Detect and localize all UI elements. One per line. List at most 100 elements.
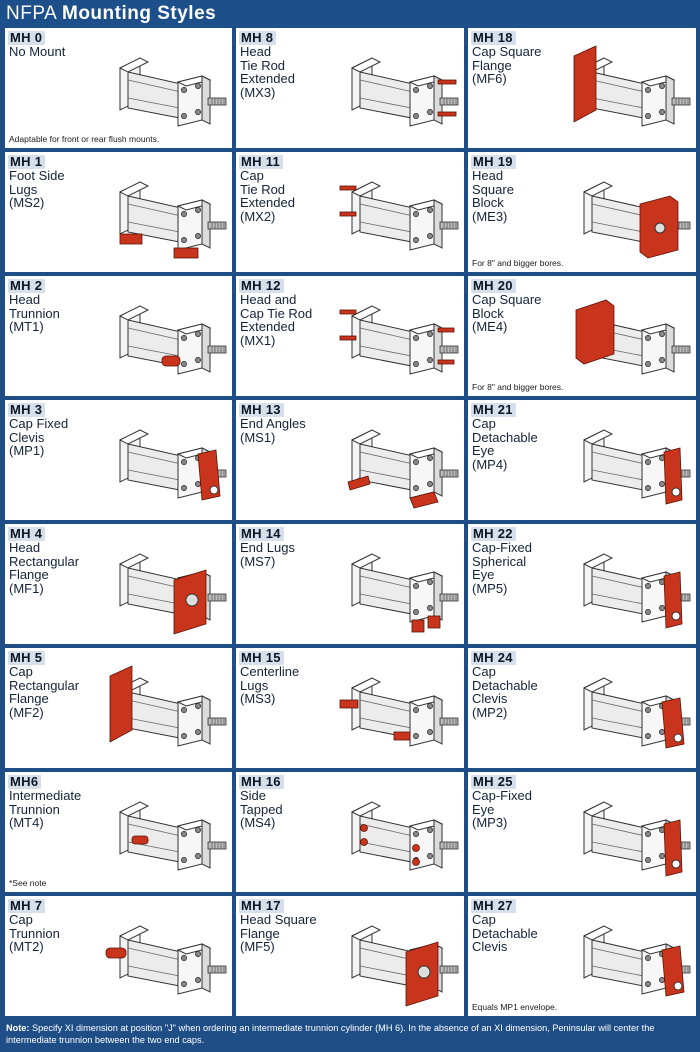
description-line: Extended bbox=[240, 195, 295, 210]
cylinder-illustration bbox=[105, 925, 227, 995]
description-line: Trunnion bbox=[9, 801, 60, 817]
footer-note: Note: Specify XI dimension at position "… bbox=[6, 1022, 696, 1046]
description-line: Rectangular bbox=[9, 677, 80, 693]
description-line: Detachable bbox=[472, 925, 538, 941]
description-line: Clevis bbox=[472, 691, 508, 706]
description-line: Flange bbox=[9, 691, 49, 706]
cylinder-drawing bbox=[118, 181, 227, 251]
description-line: (MS7) bbox=[240, 553, 276, 569]
mount-highlight bbox=[405, 941, 439, 1007]
description-line: (ME4) bbox=[472, 319, 508, 334]
description-line: Cap bbox=[240, 168, 264, 183]
description-line: (MX2) bbox=[240, 208, 276, 224]
note-text: Specify XI dimension at position "J" whe… bbox=[6, 1023, 655, 1045]
style-footnote: For 8" and bigger bores. bbox=[472, 258, 564, 268]
description-line: Clevis bbox=[472, 939, 508, 954]
mount-highlight bbox=[411, 615, 441, 633]
cylinder-illustration bbox=[582, 429, 691, 505]
style-code: MH 3 bbox=[8, 403, 46, 417]
style-code: MH6 bbox=[8, 775, 42, 789]
mount-highlight bbox=[339, 309, 455, 365]
style-code: MH 21 bbox=[471, 403, 516, 417]
cylinder-drawing bbox=[582, 57, 691, 127]
style-code: MH 4 bbox=[8, 527, 46, 541]
description-line: Cap Square bbox=[472, 44, 542, 59]
cylinder-drawing bbox=[350, 181, 459, 251]
description-line: End Lugs bbox=[240, 540, 295, 555]
description-line: Spherical bbox=[472, 553, 527, 569]
style-code: MH 17 bbox=[239, 899, 284, 913]
description-line: Head bbox=[9, 292, 41, 307]
description-line: (ME3) bbox=[472, 208, 508, 224]
description-line: Intermediate bbox=[9, 788, 82, 803]
style-code: MH 16 bbox=[239, 775, 284, 789]
cylinder-illustration bbox=[350, 801, 459, 871]
description-line: Eye bbox=[472, 443, 495, 458]
description-line: Tapped bbox=[240, 801, 283, 817]
style-code: MH 14 bbox=[239, 527, 284, 541]
style-footnote: Adaptable for front or rear flush mounts… bbox=[9, 134, 160, 144]
description-line: (MF5) bbox=[240, 939, 275, 954]
header-title-prefix: NFPA bbox=[6, 3, 57, 24]
cylinder-illustration bbox=[350, 57, 459, 127]
style-code: MH 15 bbox=[239, 651, 284, 665]
mount-highlight bbox=[197, 449, 221, 501]
cylinder-illustration bbox=[339, 677, 459, 747]
description-line: (MT4) bbox=[9, 815, 44, 830]
cylinder-drawing bbox=[118, 553, 227, 623]
mount-highlight bbox=[573, 45, 597, 123]
style-code: MH 11 bbox=[239, 155, 284, 169]
mount-highlight bbox=[663, 819, 683, 877]
description-line: Cap bbox=[9, 912, 33, 927]
mount-highlight bbox=[575, 299, 615, 365]
style-code: MH 0 bbox=[8, 31, 46, 45]
cylinder-drawing bbox=[350, 677, 459, 747]
mount-highlight bbox=[105, 947, 127, 959]
cylinder-illustration bbox=[582, 801, 691, 877]
description-line: Eye bbox=[472, 567, 495, 582]
description-line: Head bbox=[472, 168, 504, 183]
style-code: MH 12 bbox=[239, 279, 284, 293]
mount-highlight bbox=[663, 571, 683, 629]
description-line: (MT2) bbox=[9, 939, 44, 954]
cylinder-illustration bbox=[582, 181, 691, 259]
style-code: MH 19 bbox=[471, 155, 516, 169]
style-code: MH 7 bbox=[8, 899, 46, 913]
style-code: MH 18 bbox=[471, 31, 516, 45]
page-header: NFPA Mounting Styles bbox=[0, 0, 700, 27]
style-description: No Mount bbox=[9, 45, 119, 59]
cylinder-illustration bbox=[582, 553, 691, 629]
description-line: (MP5) bbox=[472, 580, 508, 596]
description-line: (MX3) bbox=[240, 84, 276, 100]
mount-highlight bbox=[131, 835, 149, 845]
description-line: Square bbox=[472, 181, 514, 197]
description-line: Head and bbox=[240, 292, 297, 307]
mount-highlight bbox=[360, 824, 420, 866]
cylinder-illustration bbox=[339, 181, 459, 251]
mount-highlight bbox=[437, 79, 457, 117]
mount-highlight bbox=[173, 569, 207, 635]
description-line: Rectangular bbox=[9, 553, 80, 569]
description-line: Cap bbox=[9, 664, 33, 679]
description-line: Cap-Fixed bbox=[472, 788, 532, 803]
description-line: Flange bbox=[240, 925, 280, 941]
description-line: Cap-Fixed bbox=[472, 540, 532, 555]
style-code: MH 24 bbox=[471, 651, 516, 665]
description-line: (MF6) bbox=[472, 71, 507, 86]
